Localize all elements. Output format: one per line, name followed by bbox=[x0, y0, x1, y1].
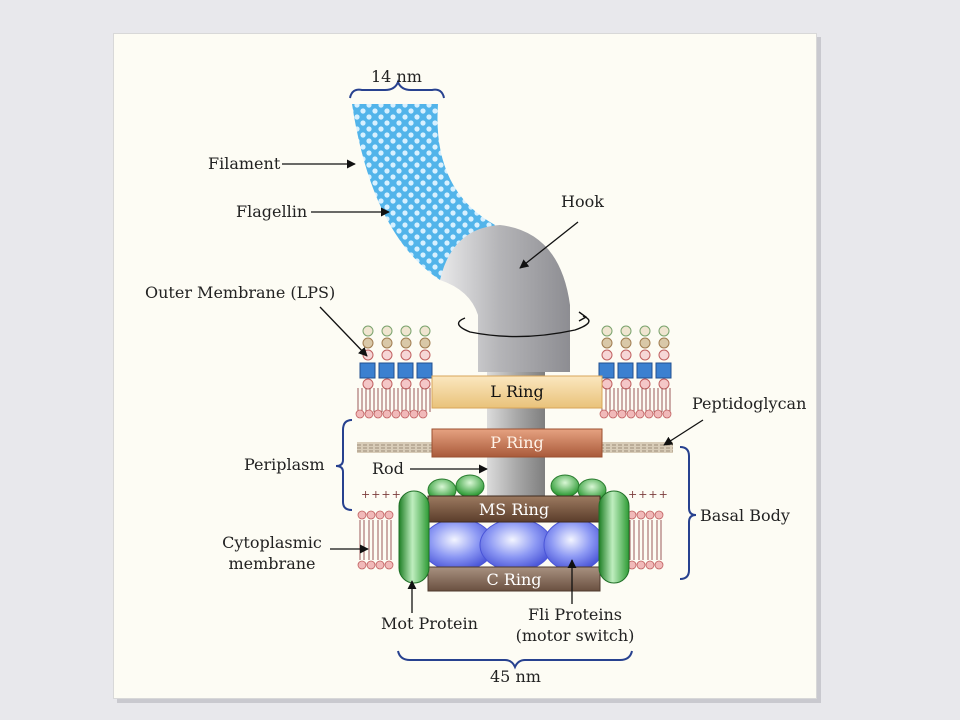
brace-top bbox=[349, 79, 445, 99]
c-ring-label: C Ring bbox=[486, 570, 542, 589]
label-arrows bbox=[282, 159, 704, 613]
width-top-label: 14 nm bbox=[371, 67, 422, 86]
ms-ring-label: MS Ring bbox=[478, 500, 550, 519]
outer-membrane-lipids bbox=[357, 388, 671, 412]
l-ring bbox=[431, 375, 603, 409]
periplasm-bracket bbox=[335, 419, 353, 511]
outer-membrane-label: Outer Membrane (LPS) bbox=[145, 283, 336, 302]
filament bbox=[352, 104, 495, 280]
brace-bottom bbox=[397, 650, 633, 670]
width-bottom-label: 45 nm bbox=[490, 667, 541, 686]
hook bbox=[440, 225, 570, 372]
fli-proteins-label-1: Fli Proteins bbox=[528, 605, 622, 624]
p-ring bbox=[431, 428, 603, 458]
charge-right: ++++ bbox=[628, 488, 669, 501]
cytoplasmic-label-2: membrane bbox=[228, 554, 316, 573]
peptidoglycan-label: Peptidoglycan bbox=[692, 394, 807, 413]
basal-body-bracket bbox=[679, 446, 697, 580]
charge-left: ++++ bbox=[361, 488, 402, 501]
flagellin-label: Flagellin bbox=[236, 202, 308, 221]
filament-label: Filament bbox=[208, 154, 281, 173]
ms-ring bbox=[427, 495, 601, 523]
rod-label: Rod bbox=[372, 459, 404, 478]
fli-proteins bbox=[421, 518, 605, 572]
lps-left bbox=[359, 325, 433, 390]
periplasm-label: Periplasm bbox=[244, 455, 325, 474]
hook-label: Hook bbox=[561, 192, 604, 211]
basal-body-label: Basal Body bbox=[700, 506, 790, 525]
mot-protein-label: Mot Protein bbox=[381, 614, 478, 633]
inner-membrane-lipids bbox=[357, 510, 664, 570]
lps-right bbox=[598, 325, 672, 390]
p-ring-label: P Ring bbox=[490, 433, 544, 452]
c-ring bbox=[427, 566, 601, 592]
l-ring-label: L Ring bbox=[490, 382, 544, 401]
mot-protein-left bbox=[398, 490, 430, 584]
mot-protein-right bbox=[598, 490, 630, 584]
rotation-arrow bbox=[457, 315, 590, 338]
cytoplasmic-label-1: Cytoplasmic bbox=[222, 533, 322, 552]
fli-proteins-label-2: (motor switch) bbox=[515, 626, 635, 645]
peptidoglycan-layer bbox=[357, 442, 673, 453]
